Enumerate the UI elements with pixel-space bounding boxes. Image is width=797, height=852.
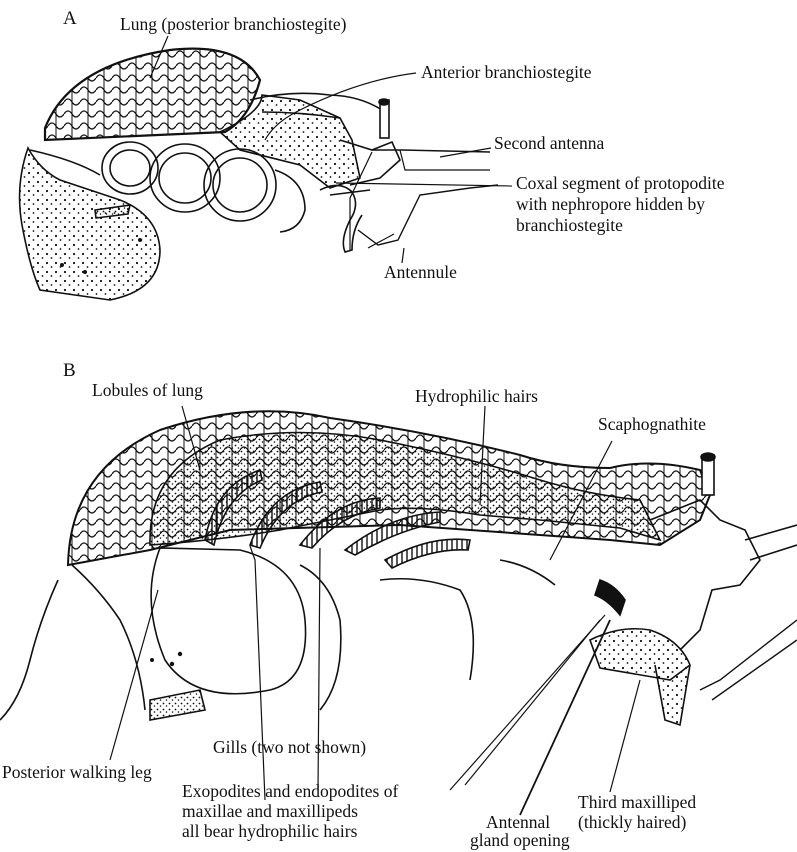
leg-segment-3 — [204, 149, 276, 221]
label-exopodites-line3: all bear hydrophilic hairs — [182, 821, 357, 841]
label-scaphognathite: Scaphognathite — [598, 414, 706, 434]
panel-b-letter: B — [63, 360, 76, 382]
label-gills: Gills (two not shown) — [213, 737, 366, 757]
label-coxal-line2: with nephropore hidden by — [516, 194, 705, 214]
label-lobules-of-lung: Lobules of lung — [92, 380, 203, 400]
label-antennal-line1: Antennal — [486, 812, 550, 832]
panel-b-drawing — [0, 406, 797, 815]
scaphognathite-shape — [595, 580, 625, 615]
label-coxal-line1: Coxal segment of protopodite — [516, 173, 725, 193]
antennule-shape — [358, 185, 498, 245]
lung-dome — [45, 49, 260, 140]
label-anterior-branchiostegite: Anterior branchiostegite — [421, 62, 592, 82]
label-third-maxilliped-line1: Third maxilliped — [578, 792, 696, 812]
posterior-walking-leg-shape — [150, 690, 205, 720]
label-coxal-line3: branchiostegite — [516, 215, 623, 235]
label-lung: Lung (posterior branchiostegite) — [120, 14, 346, 34]
panel-a-letter: A — [63, 8, 77, 30]
label-exopodites-line1: Exopodites and endopodites of — [182, 781, 398, 801]
label-antennal-line2: gland opening — [470, 830, 570, 850]
label-third-maxilliped-line2: (thickly haired) — [578, 812, 686, 832]
leg-segment-2 — [150, 144, 220, 212]
front-leg-segment — [20, 148, 160, 300]
label-hydrophilic-hairs: Hydrophilic hairs — [415, 386, 538, 406]
label-posterior-walking-leg: Posterior walking leg — [2, 762, 152, 782]
label-exopodites-line2: maxillae and maxillipeds — [182, 801, 358, 821]
label-second-antenna: Second antenna — [494, 133, 604, 153]
gill-5 — [385, 539, 470, 568]
label-antennule: Antennule — [384, 262, 457, 282]
